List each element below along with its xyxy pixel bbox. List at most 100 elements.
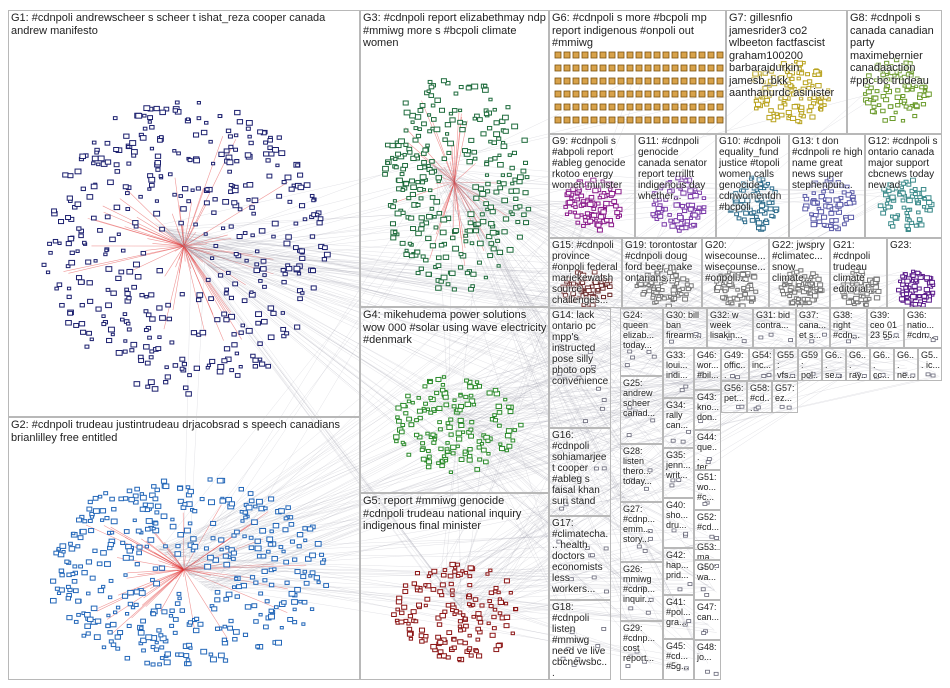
node — [403, 109, 411, 116]
node — [297, 296, 303, 302]
node — [145, 312, 152, 318]
node — [89, 515, 95, 519]
node — [297, 184, 305, 191]
node — [626, 77, 634, 85]
node — [134, 274, 142, 280]
node — [209, 656, 217, 663]
group-panel-g34: G34: rally can... — [663, 398, 694, 448]
node — [270, 310, 277, 316]
node — [96, 162, 101, 167]
node — [467, 220, 474, 226]
node — [172, 149, 177, 153]
node — [256, 498, 263, 505]
node — [82, 240, 87, 245]
group-panel-g62: G6... cc... — [870, 348, 894, 381]
node — [275, 639, 282, 646]
node — [608, 51, 616, 59]
node — [89, 337, 94, 342]
node — [461, 613, 466, 617]
node — [698, 64, 706, 72]
group-label-g21: G21: #cdnpoli trudeau climate editorial.… — [833, 240, 877, 295]
node — [448, 417, 454, 422]
node — [152, 566, 158, 571]
node — [427, 379, 433, 385]
node — [275, 163, 280, 168]
node — [232, 281, 239, 287]
group-label-g28: G28: listen thero... today... — [623, 446, 654, 486]
group-label-g25: G25: andrew scheer canad... — [623, 378, 656, 418]
node — [507, 153, 512, 157]
node — [97, 494, 103, 499]
node — [172, 617, 179, 622]
node — [680, 90, 688, 98]
node — [93, 259, 98, 263]
node — [148, 292, 155, 298]
node — [432, 437, 437, 442]
node — [228, 295, 234, 301]
node — [451, 637, 457, 642]
node — [599, 116, 607, 124]
node — [599, 103, 607, 111]
node — [502, 216, 510, 222]
node — [217, 652, 225, 659]
group-label-g6: G6: #cdnpoli s more #bcpoli mp report in… — [552, 12, 710, 49]
group-panel-g51: G51: wo... #c... — [694, 470, 721, 510]
node — [251, 603, 258, 609]
node — [449, 117, 456, 123]
node — [423, 633, 429, 639]
node — [106, 613, 111, 618]
node — [110, 290, 117, 296]
group-label-g37: G37: cana... et s... — [799, 310, 829, 340]
node — [429, 243, 437, 249]
group-label-g34: G34: rally can... — [666, 400, 689, 430]
node — [100, 550, 107, 556]
node — [107, 541, 114, 548]
node — [92, 508, 100, 514]
node — [49, 597, 57, 604]
node — [108, 578, 114, 583]
node — [395, 415, 400, 420]
node — [105, 302, 112, 309]
node — [138, 590, 146, 596]
node — [581, 77, 589, 85]
node — [404, 248, 409, 253]
node — [515, 219, 521, 225]
node — [467, 574, 473, 579]
node — [417, 588, 423, 593]
node — [123, 133, 130, 139]
group-label-g9: G9: #cdnpoli s #abpoli report #ableg gen… — [552, 136, 629, 191]
node — [283, 516, 289, 521]
node — [225, 128, 232, 134]
node — [145, 634, 153, 641]
node — [523, 220, 530, 226]
node — [653, 77, 661, 85]
node — [445, 449, 450, 454]
group-label-g29: G29: #cdnp... cost report... — [623, 623, 658, 663]
node — [523, 160, 529, 165]
node — [228, 183, 234, 187]
group-label-g33: G33: loui... indi... — [666, 350, 691, 380]
node — [415, 202, 421, 208]
group-label-g5: G5: report #mmiwg genocide #cdnpoli trud… — [363, 495, 525, 532]
node — [462, 640, 468, 646]
node — [418, 196, 424, 201]
node — [247, 134, 252, 139]
node — [635, 103, 643, 111]
node — [516, 234, 523, 240]
group-panel-g31: G31: bid contra... — [753, 308, 796, 348]
group-label-g53: G53: ma... — [697, 542, 720, 560]
node — [133, 602, 139, 607]
node — [617, 103, 625, 111]
node — [67, 235, 75, 242]
node — [322, 245, 328, 251]
node — [86, 591, 91, 596]
node — [115, 605, 121, 610]
node — [716, 116, 724, 124]
node — [265, 158, 271, 163]
node — [449, 646, 454, 651]
node — [409, 191, 416, 198]
node — [472, 597, 479, 602]
node — [214, 626, 221, 631]
node — [195, 297, 202, 303]
node — [118, 496, 124, 502]
